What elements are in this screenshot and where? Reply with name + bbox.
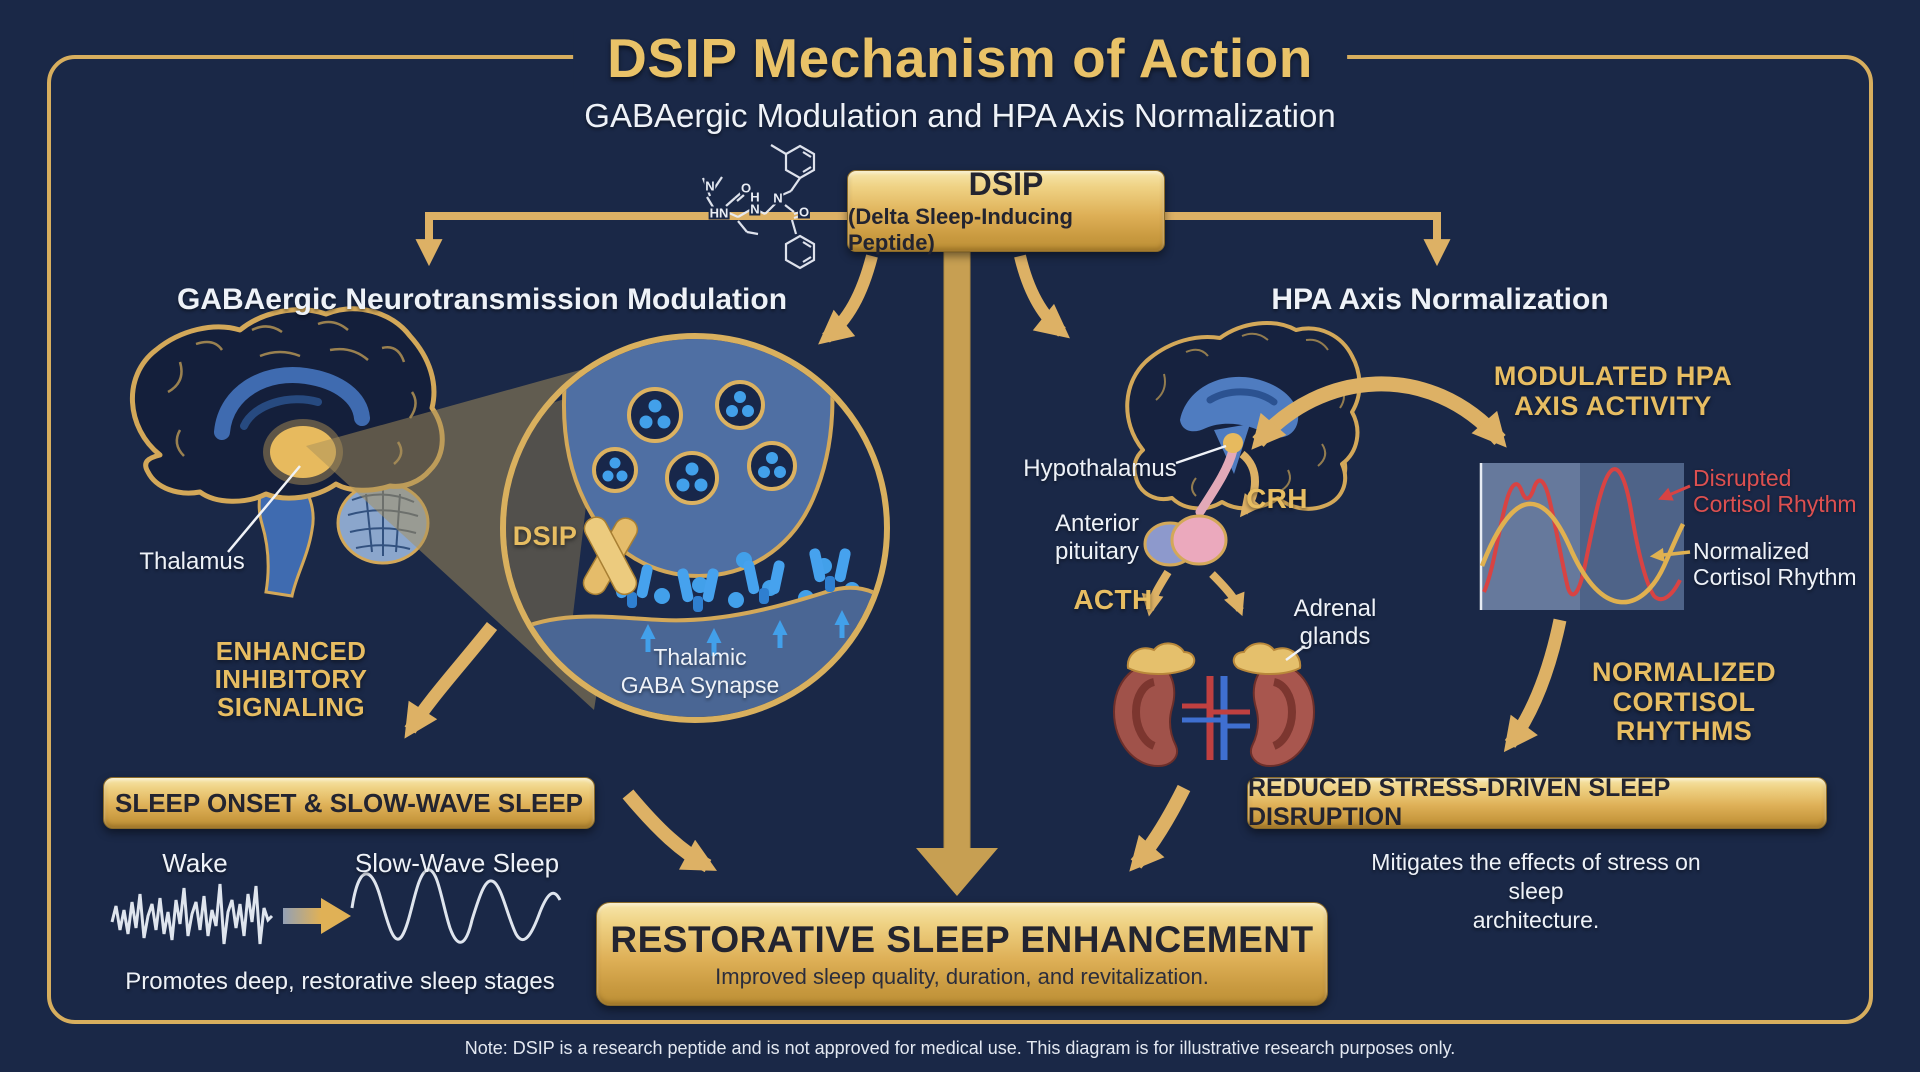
synaptic-vesicles [592, 380, 797, 505]
arrow-chart-to-reduced [1503, 618, 1567, 753]
page-subtitle: GABAergic Modulation and HPA Axis Normal… [584, 97, 1336, 134]
atom-label: N [749, 201, 761, 217]
reduced-disruption-box: REDUCED STRESS-DRIVEN SLEEP DISRUPTION [1247, 774, 1827, 831]
outcome-box: RESTORATIVE SLEEP ENHANCEMENT Improved s… [596, 902, 1328, 1006]
right-branch-header: HPA Axis Normalization [1271, 283, 1609, 316]
dsip-box-subtitle: (Delta Sleep-Inducing Peptide) [848, 203, 1073, 255]
disrupted-pointer-arrow [1658, 484, 1691, 501]
hypothalamus-label: Hypothalamus [1023, 455, 1177, 482]
arrow-converge-left [622, 789, 717, 873]
pituitary-illustration [1143, 445, 1238, 567]
crh-label: CRH [1246, 483, 1308, 514]
synapse-dsip-label: DSIP [512, 521, 578, 551]
arrow-box-curve-left [818, 254, 878, 345]
cortisol-chart [1479, 463, 1691, 610]
eeg-wake-wave [110, 883, 274, 945]
hpa-cascade-arrows [1141, 450, 1263, 617]
slow-wave-label: Slow-Wave Sleep [354, 848, 560, 878]
thalamus-pointer-line [227, 465, 301, 553]
atom-label: N [704, 178, 716, 194]
atom-label: H [749, 189, 761, 205]
atom-label: O [739, 180, 753, 196]
arrow-enhanced-to-sleep [404, 621, 498, 739]
disrupted-rhythm-label: Disrupted Cortisol Rhythm [1693, 465, 1857, 518]
sleep-onset-box: SLEEP ONSET & SLOW-WAVE SLEEP [103, 777, 595, 829]
outcome-subtitle: Improved sleep quality, duration, and re… [715, 964, 1209, 990]
hypothalamus-dot [1223, 433, 1243, 453]
adrenal-pointer-line [1285, 644, 1306, 662]
acth-label: ACTH [1073, 584, 1153, 615]
arrow-branch-right [1161, 212, 1451, 267]
normalized-rhythm-label: Normalized Cortisol Rhythm [1693, 538, 1857, 591]
presynaptic-terminal [561, 339, 835, 579]
wake-to-sws-arrow [283, 898, 351, 934]
disrupted-cortisol-line [1482, 467, 1682, 602]
eeg-sws-wave [350, 868, 562, 944]
dsip-box-title: DSIP [968, 166, 1044, 203]
wake-label: Wake [162, 848, 228, 878]
atom-label: N [772, 190, 784, 206]
page-title: DSIP Mechanism of Action [573, 28, 1347, 89]
eeg-waves [110, 868, 562, 945]
acth-arrow-left [1141, 569, 1172, 617]
acth-arrow-right [1209, 571, 1245, 617]
hpa-feedback-arrow [1251, 376, 1507, 450]
footer-note: Note: DSIP is a research peptide and is … [464, 1038, 1456, 1058]
thalamus-label: Thalamus [139, 548, 245, 575]
atom-label: HN [708, 205, 730, 221]
arrow-box-curve-right [1014, 254, 1070, 339]
hypothalamus-pointer-line [1175, 444, 1227, 465]
synapse-caption: Thalamic GABA Synapse [620, 644, 780, 699]
dsip-trunk-arrow [916, 251, 998, 896]
normalized-pointer-arrow [1649, 547, 1691, 562]
crh-arrow [1239, 450, 1263, 518]
sleep-onset-box-label: SLEEP ONSET & SLOW-WAVE SLEEP [114, 787, 584, 818]
outcome-title: RESTORATIVE SLEEP ENHANCEMENT [610, 919, 1314, 961]
left-branch-header: GABAergic Neurotransmission Modulation [176, 283, 788, 316]
receptor-signal-arrows [640, 610, 850, 656]
adrenal-glands-illustration [1112, 642, 1316, 768]
dsip-molecule-synapse [582, 516, 639, 596]
normalized-rhythms-text: NORMALIZED CORTISOL RHYTHMS [1592, 657, 1776, 747]
brain-right-illustration [1125, 321, 1362, 567]
atom-label: O [797, 204, 811, 220]
normalized-cortisol-line [1479, 501, 1686, 605]
enhanced-signaling-text: ENHANCED INHIBITORY SIGNALING [214, 636, 368, 723]
promotes-caption: Promotes deep, restorative sleep stages [125, 968, 555, 995]
modulated-activity-text: MODULATED HPA AXIS ACTIVITY [1493, 361, 1733, 421]
dsip-box: DSIP (Delta Sleep-Inducing Peptide) [847, 166, 1165, 255]
arrow-converge-right [1129, 784, 1191, 872]
adrenal-glands-label: Adrenal glands [1293, 595, 1377, 651]
mitigates-caption: Mitigates the effects of stress on sleep… [1371, 849, 1701, 933]
reduced-disruption-box-label: REDUCED STRESS-DRIVEN SLEEP DISRUPTION [1248, 774, 1670, 831]
anterior-pituitary-label: Anterior pituitary [1054, 510, 1140, 566]
